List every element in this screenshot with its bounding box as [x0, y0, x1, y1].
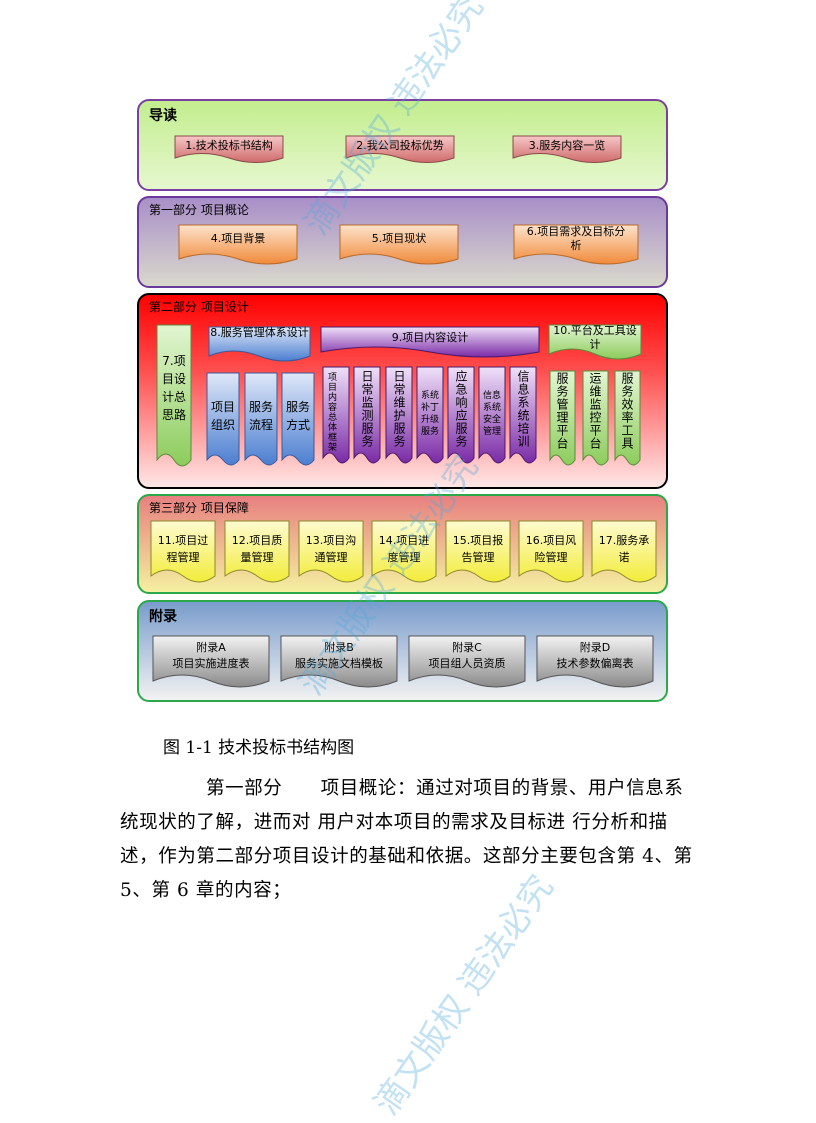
part2-ch8-sub-3: 服务方式	[281, 372, 315, 467]
part2-ch9-sub-7: 信息系统培训	[509, 366, 537, 466]
part2-ch9-sub-5: 应急响应服务	[447, 366, 475, 466]
intro-item-2: 2.我公司投标优势	[344, 134, 456, 164]
intro-title: 导读	[149, 108, 177, 124]
part2-ch8-sub-2: 服务流程	[244, 372, 278, 467]
part2-title: 第二部分 项目设计	[149, 300, 249, 314]
part1-item-2: 5.项目现状	[338, 223, 460, 267]
part3-item-7: 17.服务承诺	[591, 520, 657, 586]
part1-item-1: 4.项目背景	[177, 223, 299, 267]
part2-ch9-sub-6: 信息系统安全管理	[478, 366, 506, 466]
part3-item-1: 11.项目过程管理	[150, 520, 216, 586]
part2-ch8: 8.服务管理体系设计	[208, 326, 311, 364]
part2-ch9-sub-4: 系统补丁升级服务	[416, 366, 444, 466]
part3-title: 第三部分 项目保障	[149, 501, 249, 515]
part2-ch8-sub-1: 项目组织	[206, 372, 240, 467]
part2-ch10-sub-1: 服务管理平台	[549, 370, 576, 467]
part3-item-6: 16.项目风险管理	[518, 520, 584, 586]
part2-ch9-sub-1: 项目内容总体框架	[322, 366, 350, 466]
part3-item-3: 13.项目沟通管理	[298, 520, 364, 586]
part1-title: 第一部分 项目概论	[149, 203, 249, 217]
appendix-title: 附录	[149, 609, 177, 625]
part2-ch10-sub-2: 运维监控平台	[582, 370, 609, 467]
part2-ch10: 10.平台及工具设计	[548, 324, 642, 362]
part2-ch9: 9.项目内容设计	[320, 326, 540, 360]
intro-item-3: 3.服务内容一览	[511, 134, 623, 164]
part3-item-2: 12.项目质量管理	[224, 520, 290, 586]
part2-ch7: 7.项目设计总思路	[156, 324, 192, 470]
part3-item-5: 15.项目报告管理	[445, 520, 511, 586]
part2-ch9-sub-2: 日常监测服务	[353, 366, 381, 466]
part3-item-4: 14.项目进度管理	[371, 520, 437, 586]
figure-caption: 图 1-1 技术投标书结构图	[163, 738, 355, 758]
intro-item-1: 1.技术投标书结构	[173, 134, 285, 164]
part1-item-3: 6.项目需求及目标分析	[512, 223, 640, 267]
body-paragraph: 第一部分 项目概论：通过对项目的背景、用户信息系统现状的了解，进而对 用户对本项…	[120, 778, 693, 901]
part2-ch10-sub-3: 服务效率工具	[614, 370, 641, 467]
part2-ch9-sub-3: 日常维护服务	[385, 366, 413, 466]
